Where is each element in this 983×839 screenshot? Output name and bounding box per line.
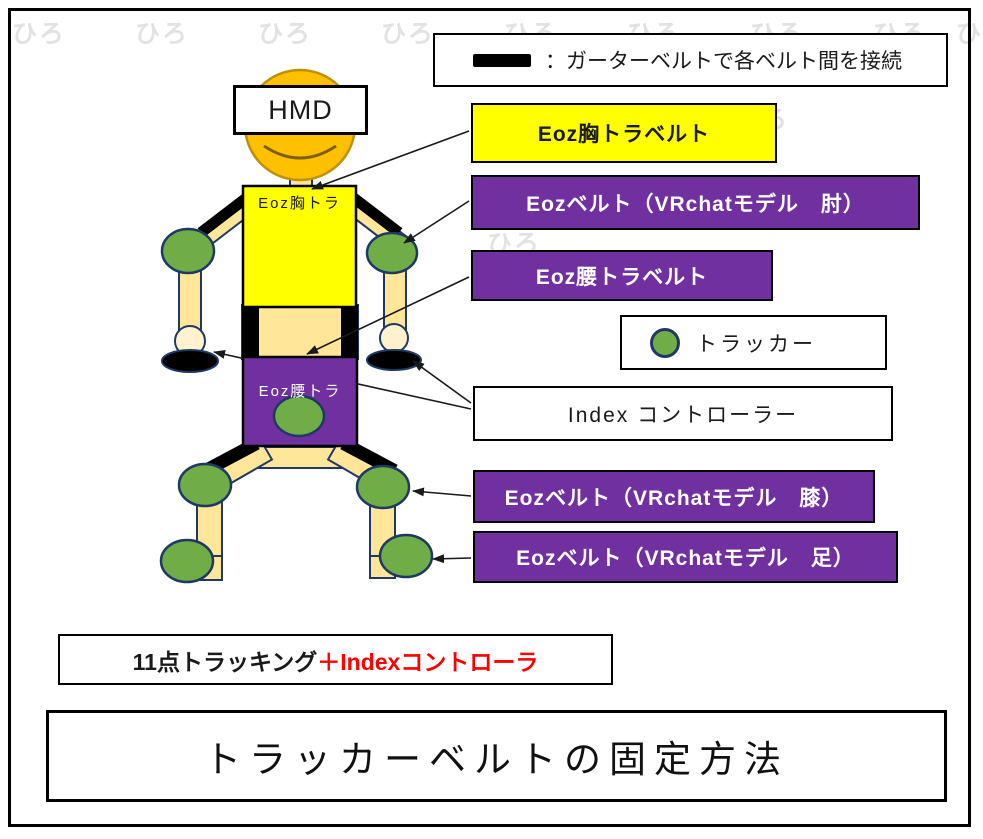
figure-torso	[241, 304, 359, 360]
garter-belt-bar-icon	[473, 53, 531, 67]
figure-right-knee-tracker	[355, 464, 411, 510]
figure-left-knee-tracker	[177, 462, 233, 508]
tracking-summary-box: 11点トラッキング ＋Indexコントローラ	[58, 634, 613, 685]
label-index-controller-text: Index コントローラー	[567, 403, 799, 427]
label-waist-belt-text: Eoz腰トラベルト	[535, 265, 709, 289]
label-elbow-belt-text: Eozベルト（VRchatモデル 肘）	[526, 192, 865, 216]
watermark-text: ひろ	[12, 20, 67, 48]
arrow-knee-belt	[412, 487, 472, 497]
garter-belt-legend-label: ：ガーターベルトで各ベルト間を接続	[545, 50, 902, 73]
watermark-text: ひろ	[258, 20, 313, 48]
waist-belt-caption: Eoz腰トラ	[258, 383, 342, 400]
label-foot-belt-text: Eozベルト（VRchatモデル 足）	[516, 547, 855, 570]
figure-smile	[263, 144, 337, 160]
label-index-controller: Index コントローラー	[473, 386, 893, 441]
figure-torso-left-strap	[242, 305, 259, 359]
label-foot-belt: Eozベルト（VRchatモデル 足）	[473, 531, 898, 583]
figure-left-controller	[161, 349, 219, 373]
figure-waist-tracker	[272, 394, 326, 438]
arrow-index-right-controller	[412, 360, 472, 404]
watermark-text: ひろ	[135, 20, 190, 48]
arrow-chest-belt	[311, 130, 470, 190]
page-title: トラッカーベルトの固定方法	[46, 710, 947, 802]
tracking-summary-text: 11点トラッキング	[132, 648, 318, 675]
label-elbow-belt: Eozベルト（VRchatモデル 肘）	[471, 175, 920, 230]
arrow-foot-belt	[432, 554, 472, 564]
figure-right-controller	[366, 349, 422, 371]
hmd-box: HMD	[233, 85, 368, 135]
watermark-text: ひろ	[381, 20, 436, 48]
figure-torso-right-strap	[341, 305, 358, 359]
label-tracker: トラッカー	[620, 315, 887, 370]
hmd-label: HMD	[268, 94, 333, 125]
label-knee-belt: Eozベルト（VRchatモデル 膝）	[473, 470, 875, 523]
page-title-text: トラッカーベルトの固定方法	[204, 739, 789, 780]
label-knee-belt-text: Eozベルト（VRchatモデル 膝）	[504, 486, 844, 510]
arrow-waist-belt	[306, 276, 470, 355]
figure-left-ankle-tracker	[159, 538, 215, 584]
label-waist-belt: Eoz腰トラベルト	[471, 250, 773, 301]
figure-left-elbow-tracker	[160, 227, 216, 275]
slide-border	[8, 8, 971, 827]
garter-belt-legend: ：ガーターベルトで各ベルト間を接続	[433, 33, 948, 87]
arrow-elbow-belt	[403, 200, 470, 244]
label-chest-belt: Eoz胸トラベルト	[471, 103, 777, 163]
figure-chest-belt-box	[241, 184, 358, 309]
figure-right-ankle-tracker	[378, 533, 434, 579]
tracking-summary-red-text: ＋Indexコントローラ	[317, 648, 539, 675]
chest-belt-caption: Eoz胸トラ	[258, 195, 341, 212]
figure-left-arm-strap	[197, 192, 251, 238]
label-chest-belt-text: Eoz胸トラベルト	[537, 123, 711, 146]
label-tracker-text: トラッカー	[696, 332, 816, 356]
tracker-dot-icon	[650, 327, 680, 358]
figure-left-shin	[196, 497, 223, 559]
figure-right-arm-strap	[349, 192, 403, 238]
